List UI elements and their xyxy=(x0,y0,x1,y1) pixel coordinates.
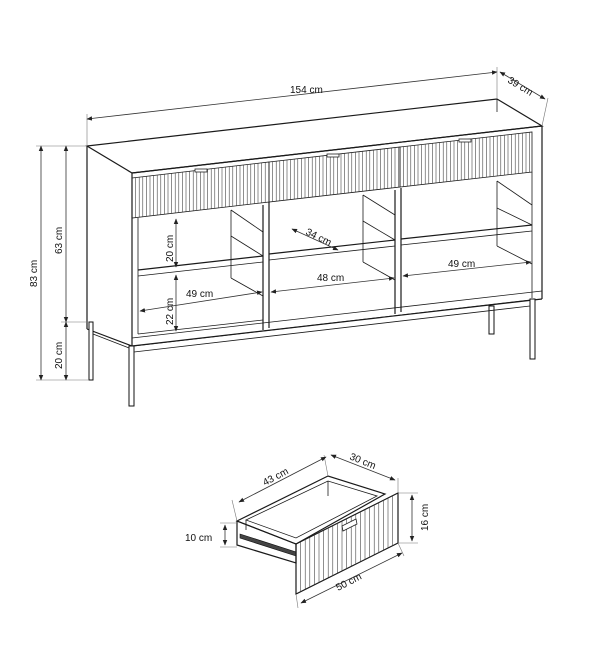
leg-back-left xyxy=(88,321,94,381)
shelf-depth-label: 34 cm xyxy=(304,227,333,249)
drawer-length-label: 43 cm xyxy=(261,466,290,488)
leg-height-label: 20 cm xyxy=(54,342,65,369)
right-compartment-label: 49 cm xyxy=(448,259,475,270)
top-surface xyxy=(85,98,544,174)
width-label: 154 cm xyxy=(290,85,323,96)
upper-shelf-label: 20 cm xyxy=(165,235,176,262)
drawer-depth-dimension-line xyxy=(330,454,396,481)
middle-compartment-dimension-line xyxy=(270,276,395,294)
drawer-handle-right xyxy=(458,138,472,143)
fluted-slats xyxy=(135,132,530,218)
lower-shelf-label: 22 cm xyxy=(165,298,176,325)
drawer-width-label: 50 cm xyxy=(334,572,363,594)
drawer-side-height-label: 10 cm xyxy=(185,533,212,544)
drawer-depth-label: 30 cm xyxy=(348,452,377,472)
drawer-length-dimension-line xyxy=(238,456,327,503)
drawer xyxy=(235,475,399,595)
drawer-handle xyxy=(341,518,358,532)
body-height-label: 63 cm xyxy=(54,227,65,254)
drawer-runner xyxy=(239,533,297,557)
depth-label: 39 cm xyxy=(505,75,534,98)
left-compartment-dimension-line xyxy=(139,290,263,313)
dimensions-drawer: 43 cm 30 cm 16 cm 10 cm 50 cm xyxy=(185,452,431,609)
drawer-handle-left xyxy=(194,168,208,173)
shelf-depth-dimension-line xyxy=(291,228,339,251)
leg-front-right xyxy=(529,298,536,360)
left-compartment-label: 49 cm xyxy=(186,289,213,300)
drawer-width-dimension-line xyxy=(300,552,403,604)
shelf-right xyxy=(400,224,533,240)
sideboard xyxy=(85,98,544,407)
drawer-front-height-label: 16 cm xyxy=(420,504,431,531)
leg-front-left xyxy=(128,345,135,407)
metal-frame xyxy=(88,298,536,407)
leg-back-right xyxy=(488,305,495,335)
drawer-handle-middle xyxy=(326,153,340,158)
shelf-left xyxy=(137,255,264,271)
total-height-label: 83 cm xyxy=(29,260,40,287)
right-compartment-dimension-line xyxy=(402,260,532,278)
middle-compartment-label: 48 cm xyxy=(317,273,344,284)
width-dimension-line xyxy=(86,70,498,121)
depth-dimension-line xyxy=(499,71,546,100)
dimensions-sideboard: 154 cm 39 cm 83 cm 63 cm 20 cm 20 cm 22 … xyxy=(29,67,549,381)
